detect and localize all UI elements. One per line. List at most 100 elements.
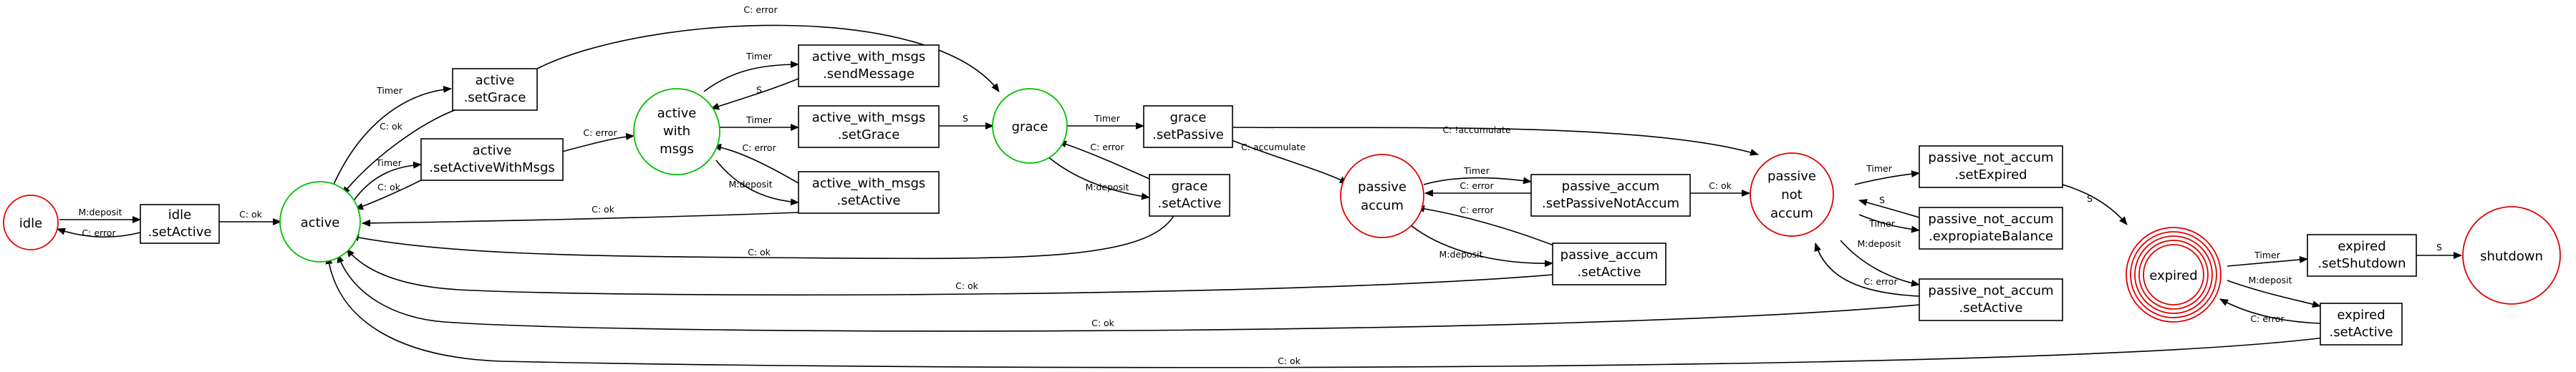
action-label: .setPassive (1152, 127, 1224, 142)
edge-label: M:deposit (1085, 182, 1129, 192)
edge-pna-deposit (1840, 240, 1920, 287)
edge-label: C: ok (1709, 180, 1732, 191)
state-idle-label: idle (19, 216, 43, 231)
edge-label: C: !accumulate (1442, 124, 1510, 135)
action-label: .setActive (1158, 196, 1222, 211)
edge-label: C: ok (377, 182, 401, 192)
state-shutdown: shutdown (2462, 206, 2561, 305)
action-pa-setpassivenotaccum: passive_accum .setPassiveNotAccum (1530, 174, 1691, 217)
state-grace-label: grace (1012, 119, 1048, 134)
edge-pa-deposit (1406, 221, 1553, 268)
action-label: passive_accum (1560, 248, 1659, 263)
state-shutdown-label: shutdown (2480, 249, 2543, 264)
action-label: passive_not_accum (1928, 212, 2053, 227)
edge-pnaexpired-s (2062, 184, 2128, 225)
state-pna-label-1: passive (1767, 169, 1816, 184)
edge-grace-deposit (1046, 155, 1150, 200)
action-label: .sendMessage (823, 67, 915, 82)
action-label: .setExpired (1954, 167, 2027, 182)
edge-pnasetactive-error (1814, 243, 1920, 297)
state-awm-label-1: active (657, 106, 697, 121)
edge-gracesetpassive-error (1058, 140, 1150, 180)
edge-label: C: error (1460, 180, 1494, 191)
action-label: expired (2338, 239, 2386, 254)
edge-label: C: error (583, 127, 617, 138)
edge-awmsetactive-ok (362, 212, 799, 227)
edge-label: Timer (1463, 165, 1490, 176)
action-expired-setactive: expired .setActive (2320, 303, 2403, 346)
state-pa-label-2: accum (1361, 198, 1404, 213)
edge-setawm-ok (354, 178, 425, 210)
action-grace-setactive: grace .setActive (1149, 174, 1230, 217)
edge-label: S (1879, 195, 1885, 205)
edge-label: Timer (746, 51, 773, 62)
edge-label: Timer (746, 114, 773, 125)
action-label: .setActive (2330, 325, 2393, 340)
action-label: passive_not_accum (1928, 150, 2053, 165)
action-grace-setpassive: grace .setPassive (1143, 105, 1233, 148)
edge-pa-timer (1423, 177, 1532, 185)
action-label: idle (168, 207, 192, 222)
edge-label: S (963, 113, 968, 124)
state-pna-label-2: not (1781, 187, 1802, 202)
edge-send-s (710, 78, 799, 110)
edge-label: C: error (1863, 276, 1898, 287)
state-expired-label: expired (2149, 268, 2197, 283)
edge-label: C: ok (1278, 356, 1301, 366)
states: idle active active with msgs grace passi… (3, 88, 2561, 323)
edge-label: C: error (82, 227, 116, 238)
edge-gracesetpassive-accumulate (1231, 140, 1349, 184)
state-grace: grace (992, 88, 1068, 164)
action-label: active_with_msgs (812, 110, 926, 125)
action-pna-setexpired: passive_not_accum .setExpired (1919, 145, 2063, 188)
edge-label: C: ok (748, 247, 771, 258)
edge-setgrace-error (536, 24, 1000, 92)
edge-pna-timer-exprop (1858, 214, 1920, 233)
edge-label: C: error (743, 4, 778, 15)
state-passive-not-accum: passive not accum (1750, 152, 1834, 237)
state-pna-label-3: accum (1770, 206, 1813, 221)
edge-label: M:deposit (1439, 249, 1482, 260)
action-pa-setactive: passive_accum .setActive (1552, 243, 1666, 285)
edge-label: C: ok (592, 204, 615, 215)
edge-label: S (2436, 242, 2442, 253)
edges: M:deposit C: error C: ok Timer C: ok C: … (57, 4, 2462, 368)
action-label: passive_not_accum (1928, 283, 2053, 298)
edge-active-timer-grace (332, 85, 452, 188)
action-awm-setgrace: active_with_msgs .setGrace (798, 105, 940, 148)
action-label: expired (2337, 308, 2385, 323)
action-awm-setactive: active_with_msgs .setActive (798, 171, 940, 214)
edge-label: S (756, 84, 762, 95)
action-label: active (473, 143, 512, 158)
state-active-label: active (301, 215, 340, 230)
action-idle-setactive: idle .setActive (140, 204, 220, 244)
edge-label: C: error (2250, 313, 2285, 324)
action-label: .setActive (1578, 265, 1641, 280)
edge-awm-timer-send (703, 61, 799, 92)
edge-exprop-s (1858, 199, 1920, 218)
edge-pasetactive-ok (346, 248, 1553, 296)
edge-label: Timer (375, 157, 402, 168)
edge-label: M:deposit (728, 179, 772, 190)
edge-label: M:deposit (1857, 238, 1901, 249)
action-label: grace (1172, 179, 1208, 194)
action-active-setgrace: active .setGrace (452, 68, 538, 111)
action-label: active_with_msgs (812, 176, 926, 191)
edge-gracesetpassive-notaccumulate (1232, 127, 1759, 156)
edge-pna-timer-expired (1854, 170, 1920, 185)
edge-label: C: accumulate (1241, 142, 1306, 152)
action-label: .setActive (837, 193, 901, 208)
edge-label: Timer (2254, 250, 2281, 260)
state-awm-label-2: with (663, 124, 690, 139)
action-active-setactivewithmsgs: active .setActiveWithMsgs (420, 138, 564, 181)
edge-pasetactive-error (1416, 205, 1556, 247)
edge-expiredsetactive-ok (325, 255, 2335, 368)
edge-label: M:deposit (2248, 275, 2292, 285)
state-passive-accum: passive accum (1340, 154, 1424, 238)
edge-active-timer-awm (350, 161, 422, 205)
action-label: passive_accum (1562, 179, 1660, 194)
action-label: grace (1170, 110, 1207, 125)
action-label: .expropiateBalance (1929, 229, 2053, 244)
edge-label: C: error (1460, 205, 1494, 215)
